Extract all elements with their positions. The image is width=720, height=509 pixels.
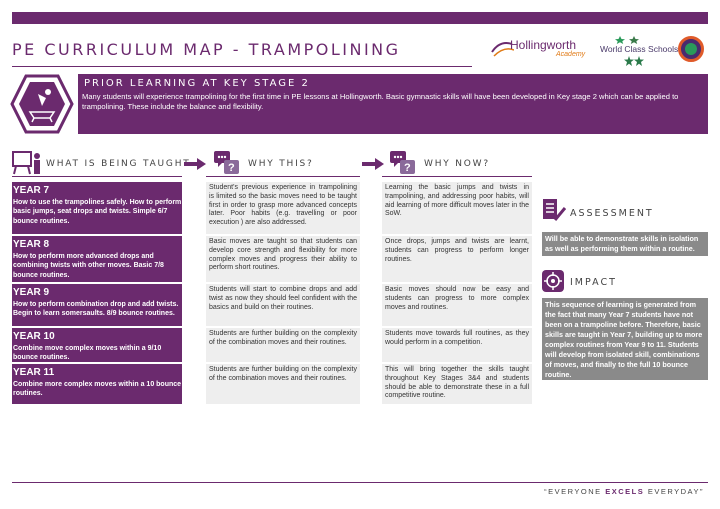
arrow-right-icon bbox=[184, 158, 206, 170]
assessment-icon bbox=[543, 199, 566, 221]
taught-text: How to perform combination drop and add … bbox=[13, 301, 179, 318]
world-class-schools-text: World Class Schools bbox=[600, 44, 679, 54]
taught-text: How to use the trampolines safely. How t… bbox=[13, 199, 182, 225]
taught-text: How to perform more advanced drops and c… bbox=[13, 253, 164, 279]
slogan-excels: EXCELS bbox=[605, 487, 645, 496]
title-divider bbox=[12, 66, 472, 67]
year-label: YEAR 11 bbox=[13, 367, 55, 378]
top-banner bbox=[12, 12, 708, 24]
now-cell-year-8: Once drops, jumps and twists are learnt,… bbox=[382, 236, 532, 282]
prior-learning-text: Many students will experience trampolini… bbox=[82, 92, 679, 111]
year-label: YEAR 8 bbox=[13, 239, 50, 250]
hollingworth-logo-sub: Academy bbox=[556, 51, 586, 58]
year-label: YEAR 10 bbox=[13, 331, 55, 342]
swoosh-icon bbox=[491, 42, 514, 57]
taught-text: Combine move complex moves within a 9/10… bbox=[13, 345, 162, 362]
world-class-schools-logo: World Class Schools bbox=[600, 36, 678, 66]
svg-text:?: ? bbox=[404, 162, 411, 174]
why-cell-year-10: Students are further building on the com… bbox=[206, 328, 360, 362]
year-label: YEAR 7 bbox=[13, 185, 50, 196]
year-11-cell: YEAR 11 Combine more complex moves withi… bbox=[12, 364, 182, 404]
teacher-board-icon bbox=[12, 151, 40, 175]
impact-icon bbox=[542, 270, 564, 292]
svg-text:?: ? bbox=[228, 162, 235, 174]
slogan-part-1: “EVERYONE bbox=[544, 487, 606, 496]
trampoline-hexagon-icon bbox=[10, 74, 74, 134]
assessment-heading: ASSESSMENT bbox=[570, 208, 654, 219]
question-speech-icon: ? bbox=[390, 151, 415, 174]
hollingworth-logo: Hollingworth Academy bbox=[490, 38, 598, 62]
now-label: WHY NOW? bbox=[424, 159, 490, 169]
why-header: ? WHY THIS? bbox=[212, 150, 362, 176]
taught-header: WHAT IS BEING TAUGHT bbox=[12, 150, 189, 176]
taught-label: WHAT IS BEING TAUGHT bbox=[46, 159, 191, 169]
year-9-cell: YEAR 9 How to perform combination drop a… bbox=[12, 284, 182, 326]
why-cell-year-8: Basic moves are taught so that students … bbox=[206, 236, 360, 282]
stars-icon bbox=[615, 36, 639, 44]
star-icon bbox=[624, 56, 644, 66]
impact-text: This sequence of learning is generated f… bbox=[542, 298, 708, 380]
arrow-right-icon bbox=[362, 158, 384, 170]
prior-learning-panel: PRIOR LEARNING AT KEY STAGE 2 Many stude… bbox=[78, 74, 708, 134]
now-cell-year-11: This will bring together the skills taug… bbox=[382, 364, 532, 404]
impact-heading: IMPACT bbox=[570, 277, 617, 288]
taught-underline bbox=[12, 176, 182, 177]
question-speech-icon: ? bbox=[214, 151, 239, 174]
slogan-part-3: EVERYDAY” bbox=[644, 487, 704, 496]
year-10-cell: YEAR 10 Combine move complex moves withi… bbox=[12, 328, 182, 362]
why-cell-year-7: Student's previous experience in trampol… bbox=[206, 182, 360, 234]
year-label: YEAR 9 bbox=[13, 287, 50, 298]
page-title: PE CURRICULUM MAP - TRAMPOLINING bbox=[12, 40, 401, 59]
footer-divider bbox=[12, 482, 708, 483]
year-7-cell: YEAR 7 How to use the trampolines safely… bbox=[12, 182, 182, 234]
hollingworth-logo-text: Hollingworth bbox=[510, 38, 577, 52]
why-label: WHY THIS? bbox=[248, 159, 314, 169]
prior-learning-heading: PRIOR LEARNING AT KEY STAGE 2 bbox=[84, 78, 310, 89]
school-badge-logo bbox=[678, 36, 704, 62]
now-header: ? WHY NOW? bbox=[388, 150, 534, 176]
assessment-text: Will be able to demonstrate skills in is… bbox=[542, 232, 708, 256]
now-cell-year-7: Learning the basic jumps and twists in t… bbox=[382, 182, 532, 234]
now-cell-year-10: Students move towards full routines, as … bbox=[382, 328, 532, 362]
why-cell-year-11: Students are further building on the com… bbox=[206, 364, 360, 404]
year-8-cell: YEAR 8 How to perform more advanced drop… bbox=[12, 236, 182, 282]
why-cell-year-9: Students will start to combine drops and… bbox=[206, 284, 360, 326]
now-underline bbox=[382, 176, 532, 177]
now-cell-year-9: Basic moves should now be easy and stude… bbox=[382, 284, 532, 326]
why-underline bbox=[206, 176, 360, 177]
school-slogan: “EVERYONE EXCELS EVERYDAY” bbox=[544, 487, 704, 496]
taught-text: Combine more complex moves within a 10 b… bbox=[13, 381, 182, 398]
